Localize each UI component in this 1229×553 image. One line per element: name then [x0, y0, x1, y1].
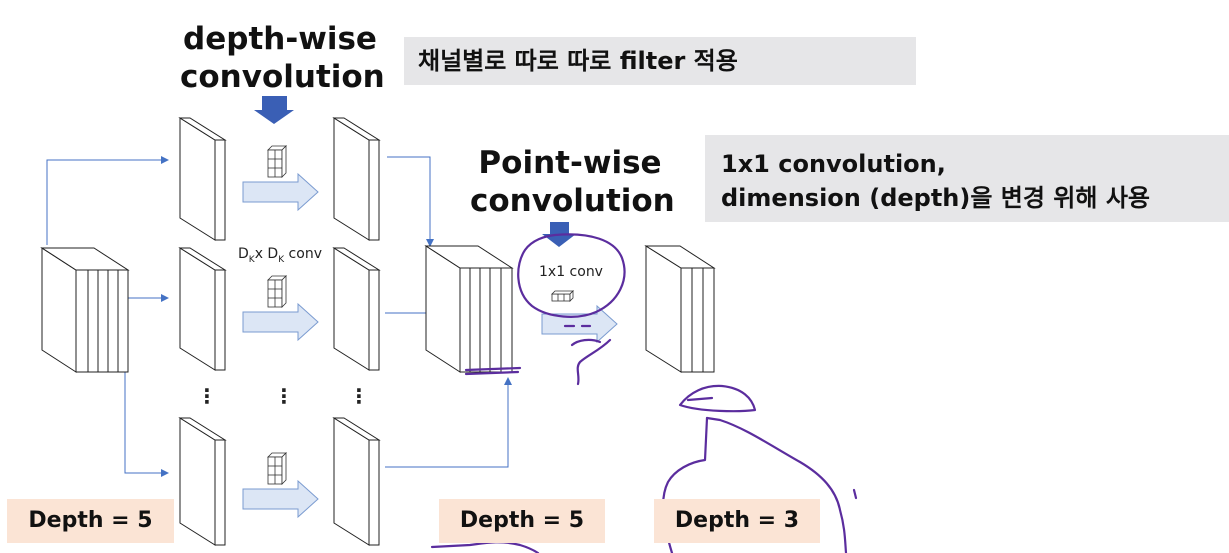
feature-map-col1-middle [178, 247, 227, 371]
ellipsis-col1: ⋮ [197, 384, 217, 408]
middle-stack [424, 245, 514, 373]
kernel-icon-1x1 [551, 290, 574, 302]
feature-map-col1-top [178, 117, 227, 241]
connector-input-to-bottom [124, 372, 169, 477]
dot-annotation [852, 488, 858, 500]
scribble-annotation-b [570, 338, 602, 347]
depthwise-title-line1: depth-wise [183, 21, 377, 57]
input-stack [40, 247, 130, 373]
dk-conv-sub1: K [248, 254, 255, 265]
ellipsis-col3: ⋮ [349, 384, 369, 408]
depth-badge-output: Depth = 3 [654, 499, 820, 543]
output-stack [644, 245, 716, 373]
dk-conv-sub2: K [278, 254, 285, 265]
pointwise-note: 1x1 convolution, dimension (depth)을 변경 위… [705, 135, 1229, 222]
block-arrow-pointwise [541, 304, 618, 344]
feature-map-col2-bottom [332, 417, 381, 546]
kernel-icon-top [267, 145, 287, 178]
block-arrow-top [242, 172, 319, 212]
feature-map-col2-top [332, 117, 381, 241]
feature-map-col2-middle [332, 247, 381, 371]
outline-annotation-right [705, 416, 848, 553]
pointwise-title-line1: Point-wise [478, 145, 662, 181]
depth-badge-input: Depth = 5 [7, 499, 174, 543]
ellipsis-col2: ⋮ [274, 384, 294, 408]
pointwise-title: Point-wise convolution [470, 144, 675, 220]
scribble-annotation-a [576, 338, 612, 386]
circle-annotation-1x1 [517, 233, 626, 318]
one-by-one-conv-label: 1x1 conv [539, 264, 603, 280]
dome-line-annotation [686, 396, 714, 402]
kernel-icon-bottom [267, 452, 287, 485]
block-arrow-middle [242, 302, 319, 342]
connector-bottom-to-stack [385, 377, 512, 468]
pointwise-note-line2: dimension (depth)을 변경 위해 사용 [721, 184, 1150, 212]
depthwise-title: depth-wise convolution [180, 20, 385, 96]
dome-annotation [678, 384, 757, 413]
pointwise-note-line1: 1x1 convolution, [721, 150, 946, 178]
depthwise-title-line2: convolution [180, 59, 385, 95]
down-arrow-depthwise [254, 96, 294, 124]
underline-annotation-middle [464, 366, 522, 376]
kernel-icon-middle [267, 275, 287, 308]
connector-top-to-stack [387, 156, 434, 247]
dk-conv-xd: x D [254, 246, 279, 262]
dk-conv-d1: D [238, 246, 249, 262]
feature-map-col1-bottom [178, 417, 227, 546]
bottom-annotation [430, 541, 540, 553]
depth-badge-middle: Depth = 5 [439, 499, 605, 543]
dk-conv-label: DKx DK conv [238, 246, 322, 265]
connector-input-to-top [46, 156, 169, 245]
dk-conv-tail: conv [284, 246, 322, 262]
depthwise-note: 채널별로 따로 따로 filter 적용 [404, 37, 916, 85]
pointwise-title-line2: convolution [470, 183, 675, 219]
block-arrow-bottom [242, 479, 319, 519]
block-arrows [242, 172, 618, 519]
